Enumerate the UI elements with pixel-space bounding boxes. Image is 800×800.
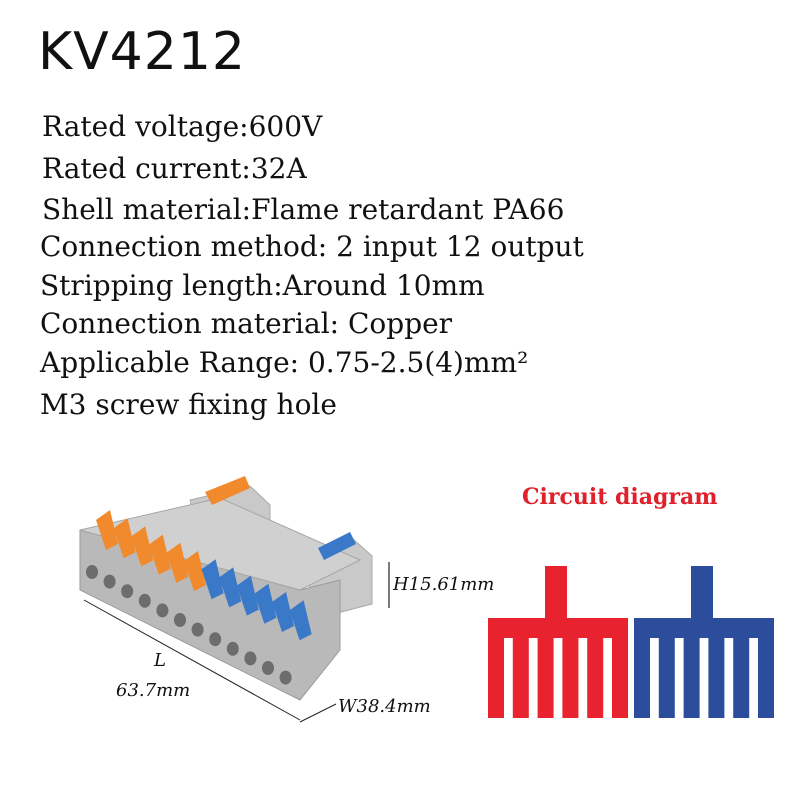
- length-dimension-label: 63.7mm: [116, 680, 191, 701]
- blue-lever: [219, 567, 242, 608]
- orange-lever: [148, 534, 171, 575]
- input-lever-blue: [318, 532, 356, 560]
- circuit-bus-bar: [634, 618, 774, 638]
- spec-fixing-hole: M3 screw fixing hole: [40, 388, 337, 421]
- circuit-input-stem: [691, 566, 713, 618]
- connector-top-face: [79, 497, 362, 591]
- wire-hole: [121, 584, 134, 599]
- spec-shell-material: Shell material:Flame retardant PA66: [42, 193, 565, 226]
- circuit-output-prong: [683, 638, 700, 718]
- circuit-bus-bar: [488, 618, 628, 638]
- orange-lever: [96, 510, 118, 550]
- circuit-output-prong: [512, 638, 529, 718]
- circuit-output-prong: [587, 638, 604, 718]
- length-dimension-line: [83, 599, 301, 721]
- wire-hole: [191, 622, 204, 637]
- circuit-diagram: [488, 566, 774, 718]
- wire-hole: [86, 565, 98, 579]
- width-dimension-label: W38.4mm: [338, 696, 431, 717]
- circuit-diagram-title: Circuit diagram: [522, 484, 718, 510]
- circuit-output-prong: [488, 638, 504, 718]
- spec-stripping-length: Stripping length:Around 10mm: [40, 269, 485, 302]
- wire-hole: [138, 593, 151, 608]
- orange-lever: [131, 526, 154, 567]
- wire-hole: [156, 603, 169, 618]
- spec-applicable-range: Applicable Range: 0.75-2.5(4)mm²: [40, 346, 529, 379]
- orange-lever: [113, 518, 136, 559]
- circuit-output-prong: [758, 638, 774, 718]
- product-model-title: KV4212: [38, 22, 247, 82]
- input-lever-orange: [205, 476, 250, 505]
- spec-connection-material: Connection material: Copper: [40, 307, 453, 340]
- wire-hole: [244, 651, 257, 666]
- wire-hole: [279, 670, 292, 685]
- spec-connection-method: Connection method: 2 input 12 output: [40, 230, 584, 263]
- lever-row: [96, 510, 312, 641]
- wire-hole: [226, 641, 239, 656]
- width-dimension-line: [299, 703, 337, 723]
- wire-hole: [174, 613, 186, 627]
- blue-lever: [254, 583, 277, 624]
- spec-rated-current: Rated current:32A: [42, 152, 307, 185]
- wire-hole: [262, 661, 274, 675]
- circuit-output-prong: [612, 638, 628, 718]
- blue-lever: [289, 600, 312, 641]
- circuit-output-prong: [733, 638, 750, 718]
- blue-lever: [201, 559, 224, 600]
- spec-rated-voltage: Rated voltage:600V: [42, 110, 323, 143]
- orange-lever: [166, 542, 189, 583]
- blue-lever: [236, 575, 259, 616]
- circuit-output-prong: [708, 638, 725, 718]
- circuit-output-prong: [562, 638, 579, 718]
- wire-hole: [209, 632, 222, 647]
- length-label: L: [154, 650, 166, 671]
- blue-lever: [272, 592, 294, 632]
- circuit-output-prong: [537, 638, 554, 718]
- wire-hole: [103, 574, 116, 589]
- circuit-input-stem: [545, 566, 567, 618]
- circuit-output-prong: [658, 638, 675, 718]
- height-dimension-label: H15.61mm: [393, 574, 495, 595]
- wire-holes: [86, 565, 292, 685]
- orange-lever: [184, 551, 206, 591]
- circuit-output-prong: [634, 638, 650, 718]
